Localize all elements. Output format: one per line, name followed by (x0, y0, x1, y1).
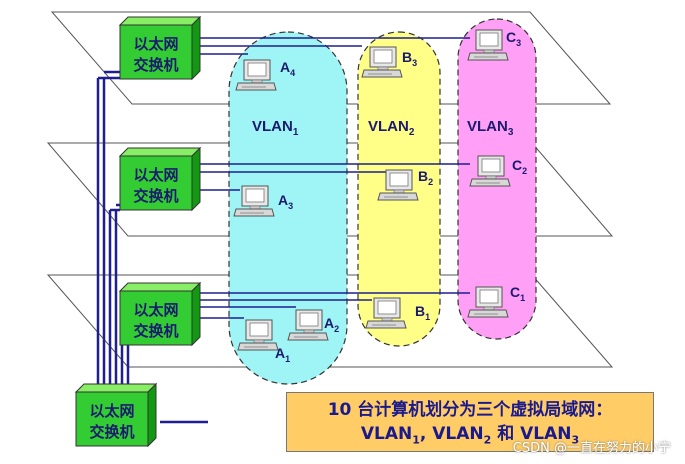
label-c1: C1 (510, 284, 525, 303)
switch-bottom: 以太网 交换机 (119, 282, 201, 346)
switch-label-line2: 交换机 (89, 423, 134, 441)
switch-top: 以太网 交换机 (119, 16, 201, 80)
label-c2: C2 (512, 157, 527, 176)
vlan-3-label: VLAN3 (467, 118, 514, 138)
switch-label-line1: 以太网 (133, 301, 178, 319)
label-a3: A3 (278, 192, 293, 211)
watermark: CSDN @一直在努力的小宁 (512, 441, 671, 456)
caption-box: 10 台计算机划分为三个虚拟局域网： VLAN1, VLAN2 和 VLAN3 (286, 392, 654, 452)
switch-label-line2: 交换机 (133, 322, 178, 340)
switch-label-line1: 以太网 (133, 35, 178, 53)
caption-part: 和 VLAN (491, 424, 572, 444)
caption-line2: VLAN1, VLAN2 和 VLAN3 (287, 422, 653, 452)
vlan-1-region (228, 31, 348, 385)
label-b1: B1 (415, 303, 430, 322)
caption-line1: 10 台计算机划分为三个虚拟局域网： (327, 400, 613, 420)
label-c3: C3 (506, 29, 521, 48)
switch-label-line2: 交换机 (133, 56, 178, 74)
switch-label-line1: 以太网 (133, 166, 178, 184)
switch-label-line2: 交换机 (133, 187, 178, 205)
switch-label-line1: 以太网 (89, 402, 134, 420)
vlan-2-label: VLAN2 (368, 118, 415, 138)
label-a4: A4 (280, 59, 295, 78)
switch-root: 以太网 交换机 (75, 383, 157, 447)
trunk-lines (96, 70, 208, 424)
caption-part: , VLAN (419, 424, 484, 444)
label-b3: B3 (402, 49, 417, 68)
caption-sub: 1 (412, 433, 420, 447)
switch-middle: 以太网 交换机 (119, 147, 201, 211)
caption-sub: 3 (571, 433, 580, 447)
caption-part: VLAN (360, 424, 413, 444)
label-a1: A1 (275, 345, 290, 364)
vlan-1-label: VLAN1 (252, 118, 299, 138)
label-b2: B2 (418, 168, 433, 187)
links (200, 37, 470, 319)
label-a2: A2 (324, 315, 339, 334)
caption-sub: 2 (483, 433, 492, 447)
